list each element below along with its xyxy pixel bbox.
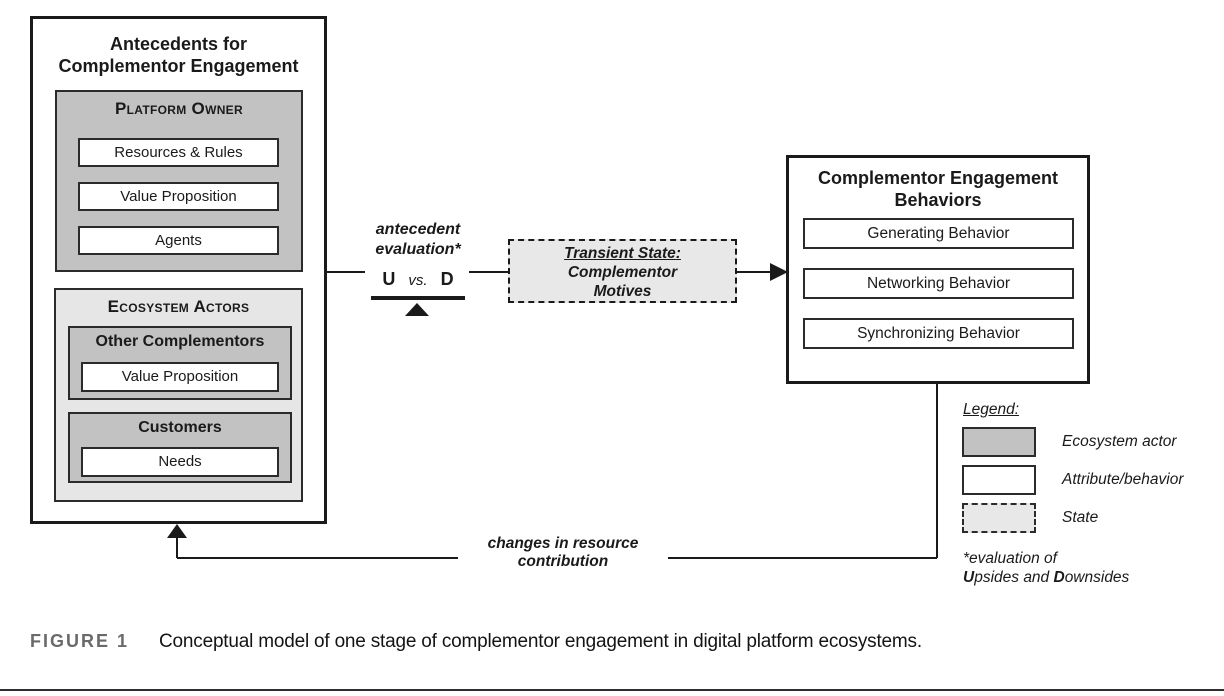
attribute-box-value-proposition-owner: Value Proposition [78, 182, 279, 211]
attribute-box-agents: Agents [78, 226, 279, 255]
feedback-label-line1: changes in resource [487, 535, 639, 552]
footnote-d: D [1053, 569, 1065, 586]
legend-label-state: State [1062, 509, 1099, 526]
page-bottom-rule [0, 689, 1224, 691]
ecosystem-actors-title: Ecosystem Actors [107, 297, 250, 316]
antecedents-title-line2: Complementor Engagement [58, 56, 299, 76]
connector-line-antecedents-to-evaluation [327, 271, 365, 273]
attribute-box-resources-rules: Resources & Rules [78, 138, 279, 167]
feedback-line-vertical [936, 384, 938, 558]
feedback-label: changes in resource contribution [458, 534, 668, 573]
evaluation-label-line1: antecedent [375, 221, 461, 238]
legend-title: Legend: [963, 401, 1020, 418]
antecedent-evaluation-label: antecedent evaluation* [348, 220, 488, 260]
legend-row-state: State [962, 503, 1184, 533]
transient-state-title: Transient State: [564, 245, 681, 262]
antecedents-title-line1: Antecedents for [109, 34, 248, 54]
connector-line-state-to-behaviors [736, 271, 772, 273]
customers-title: Customers [138, 419, 222, 436]
footnote-line2: Upsides and Downsides [963, 568, 1129, 587]
antecedents-title: Antecedents for Complementor Engagement [33, 19, 324, 77]
legend-rows: Ecosystem actor Attribute/behavior State [962, 427, 1184, 541]
behavior-box-generating: Generating Behavior [803, 218, 1074, 249]
arrowhead-up-icon [167, 524, 187, 538]
connector-line-evaluation-to-state [469, 271, 510, 273]
transient-state-line2: Complementor [567, 264, 678, 281]
transient-state-line3: Motives [593, 283, 652, 300]
attribute-box-value-proposition-complementors: Value Proposition [81, 362, 279, 392]
figure-caption: FIGURE 1 Conceptual model of one stage o… [30, 631, 922, 653]
behaviors-title-line2: Behaviors [894, 190, 982, 210]
arrowhead-right-icon [770, 263, 788, 281]
evaluation-footnote: *evaluation of Upsides and Downsides [963, 549, 1129, 587]
platform-owner-title: Platform Owner [115, 99, 243, 118]
attribute-box-needs: Needs [81, 447, 279, 477]
legend-label-ecosystem-actor: Ecosystem actor [1062, 433, 1177, 450]
footnote-u: U [963, 569, 975, 586]
feedback-label-line2: contribution [517, 553, 609, 570]
feedback-line-stub [176, 536, 178, 558]
legend-swatch-state [962, 503, 1036, 533]
behaviors-title-line1: Complementor Engagement [817, 168, 1059, 188]
legend-swatch-ecosystem-actor [962, 427, 1036, 457]
downside-letter: D [440, 269, 454, 289]
behavior-box-networking: Networking Behavior [803, 268, 1074, 299]
upsides-vs-downsides: U vs. D [366, 269, 470, 290]
legend-swatch-attribute-behavior [962, 465, 1036, 495]
behaviors-title: Complementor Engagement Behaviors [789, 158, 1087, 211]
legend-row-ecosystem-actor: Ecosystem actor [962, 427, 1184, 457]
versus-label: vs. [408, 272, 428, 289]
balance-beam-line [371, 296, 465, 300]
evaluation-label-line2: evaluation* [375, 241, 461, 258]
balance-fulcrum-triangle-icon [405, 303, 429, 316]
other-complementors-title: Other Complementors [95, 333, 265, 350]
footnote-line1: *evaluation of [963, 550, 1057, 567]
footnote-end: ownsides [1064, 569, 1130, 586]
legend-label-attribute-behavior: Attribute/behavior [1062, 471, 1184, 488]
footnote-mid: psides and [974, 569, 1054, 586]
behavior-box-synchronizing: Synchronizing Behavior [803, 318, 1074, 349]
transient-state-box: Transient State: Complementor Motives [508, 239, 737, 303]
figure-caption-label: FIGURE 1 [30, 631, 130, 651]
upside-letter: U [382, 269, 396, 289]
legend-row-attribute-behavior: Attribute/behavior [962, 465, 1184, 495]
figure-caption-text: Conceptual model of one stage of complem… [159, 631, 922, 652]
